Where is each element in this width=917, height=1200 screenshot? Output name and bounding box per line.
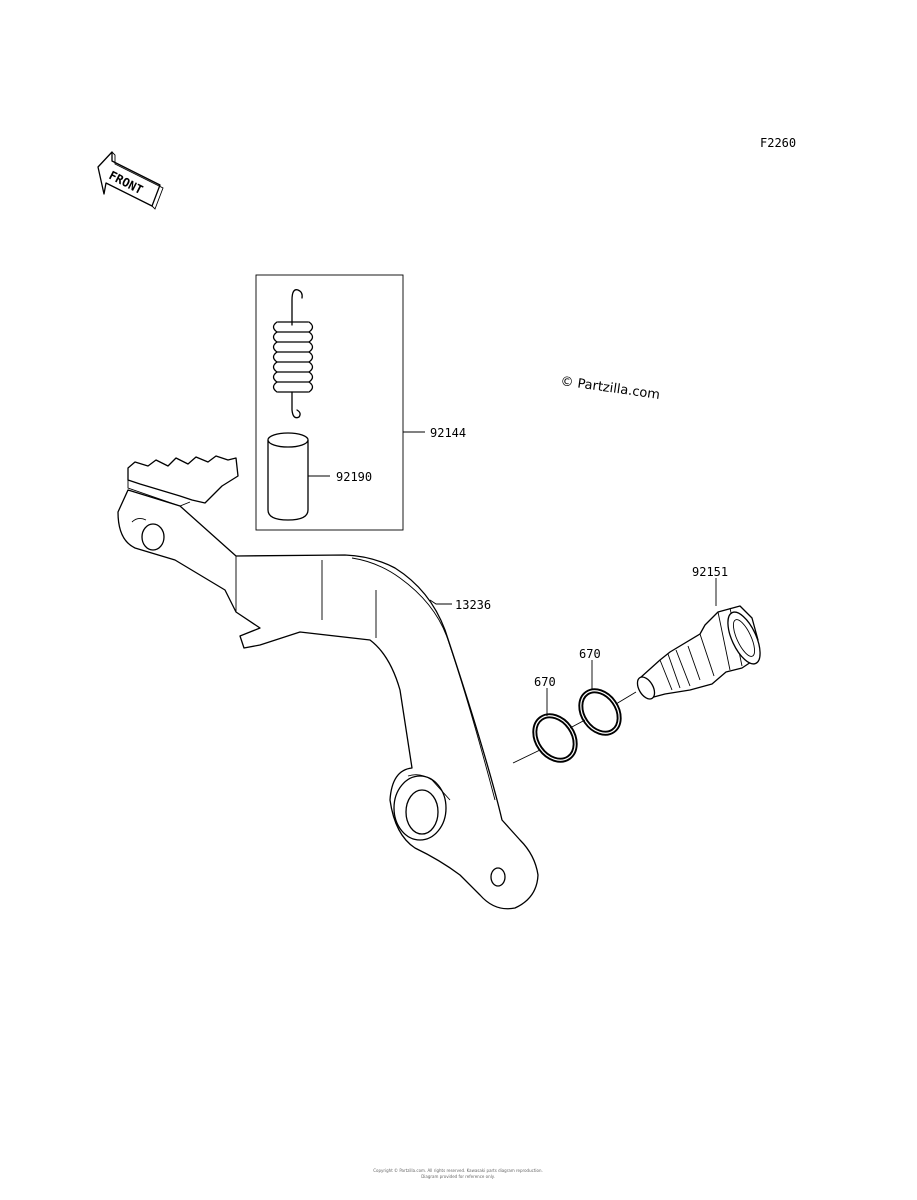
- front-arrow-icon: FRONT: [97, 151, 164, 210]
- part-label-92151: 92151: [692, 565, 728, 579]
- part-label-92144: 92144: [430, 426, 466, 440]
- part-label-670-right: 670: [579, 647, 601, 661]
- pivot-shaft: [636, 605, 761, 700]
- o-ring-right: [578, 688, 622, 736]
- o-ring-left: [532, 713, 578, 763]
- brake-pedal: [117, 455, 539, 910]
- collar: [267, 432, 309, 521]
- spring-kit-box: [255, 274, 404, 531]
- footer-copyright-line1: Copyright © Partzilla.com. All rights re…: [373, 1168, 543, 1173]
- leader-lines: [308, 431, 717, 716]
- return-spring: [272, 289, 314, 419]
- footer-copyright-line2: Diagram provided for reference only.: [421, 1174, 495, 1179]
- part-label-13236: 13236: [455, 598, 491, 612]
- diagram-code: F2260: [760, 136, 796, 150]
- part-label-670-left: 670: [534, 675, 556, 689]
- partzilla-watermark: © Partzilla.com: [559, 374, 660, 403]
- part-label-92190: 92190: [336, 470, 372, 484]
